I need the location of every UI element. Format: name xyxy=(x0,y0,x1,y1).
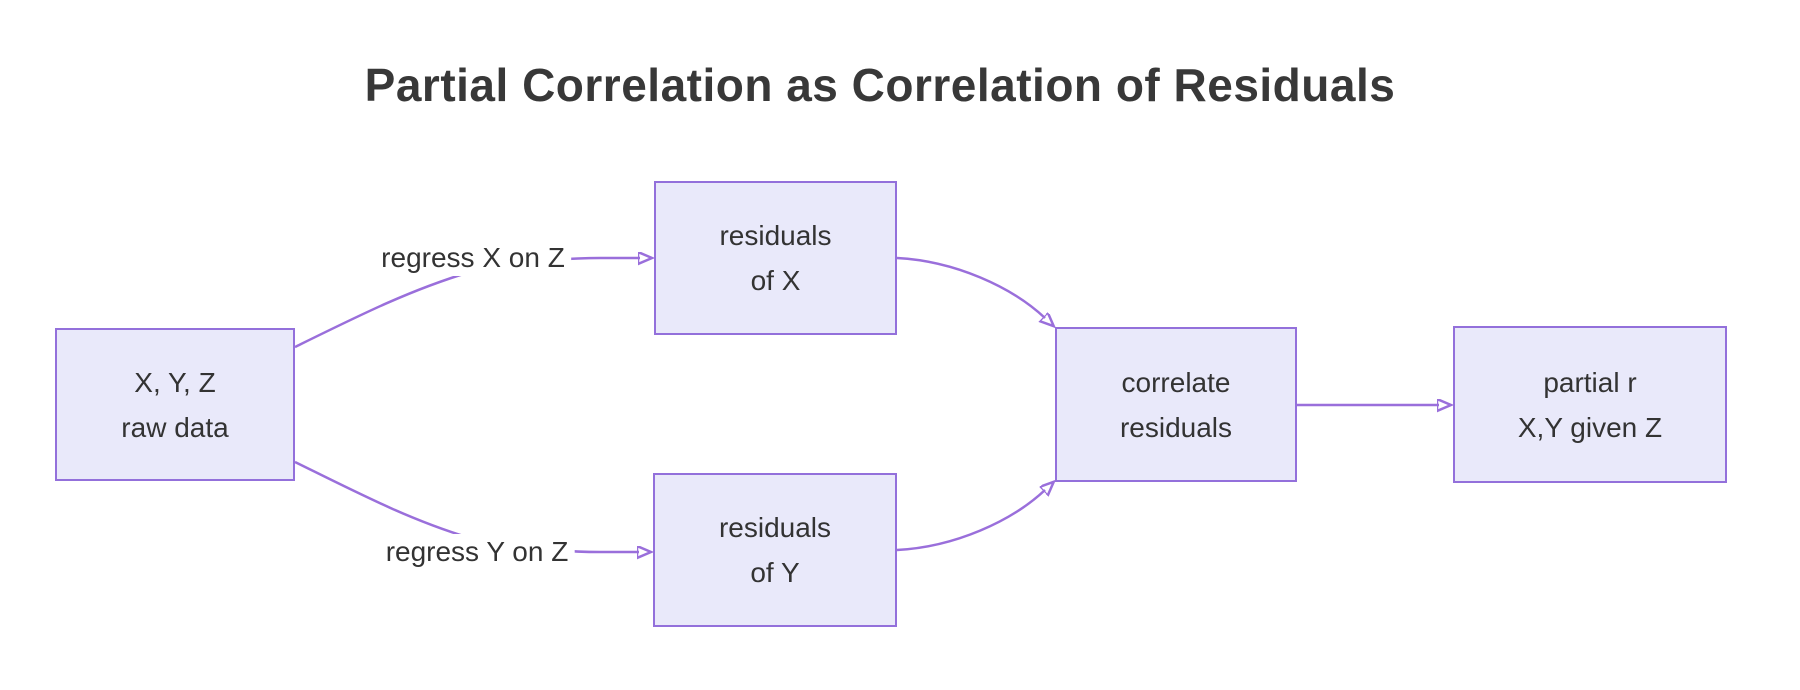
node-label-line: X,Y given Z xyxy=(1517,411,1663,443)
node-label-line: X, Y, Z xyxy=(134,366,216,398)
edge-residualsy-to-correlate xyxy=(896,490,1045,552)
node-label-line: of Y xyxy=(750,557,800,588)
node-label-line: residuals xyxy=(718,512,832,543)
edge-label-regress-y-on-z: regress Y on Z xyxy=(379,534,575,570)
edge-residualsx-to-correlate xyxy=(896,256,1045,318)
edge-label-regress-x-on-z: regress X on Z xyxy=(375,240,571,276)
node-residuals-of-y: residuals of Y xyxy=(653,473,897,627)
node-raw-data: X, Y, Z raw data xyxy=(55,328,295,481)
node-correlate-residuals: correlate residuals xyxy=(1055,327,1297,482)
node-label-line: raw data xyxy=(121,411,229,443)
diagram-title: Partial Correlation as Correlation of Re… xyxy=(364,59,1396,111)
node-label-line: residuals xyxy=(719,220,832,251)
node-label-line: of X xyxy=(750,265,801,296)
node-label-line: residuals xyxy=(1119,411,1233,443)
node-residuals-of-x: residuals of X xyxy=(654,181,897,335)
node-label-line: partial r xyxy=(1543,366,1637,398)
node-partial-r: partial r X,Y given Z xyxy=(1453,326,1727,483)
node-label-line: correlate xyxy=(1121,366,1231,398)
